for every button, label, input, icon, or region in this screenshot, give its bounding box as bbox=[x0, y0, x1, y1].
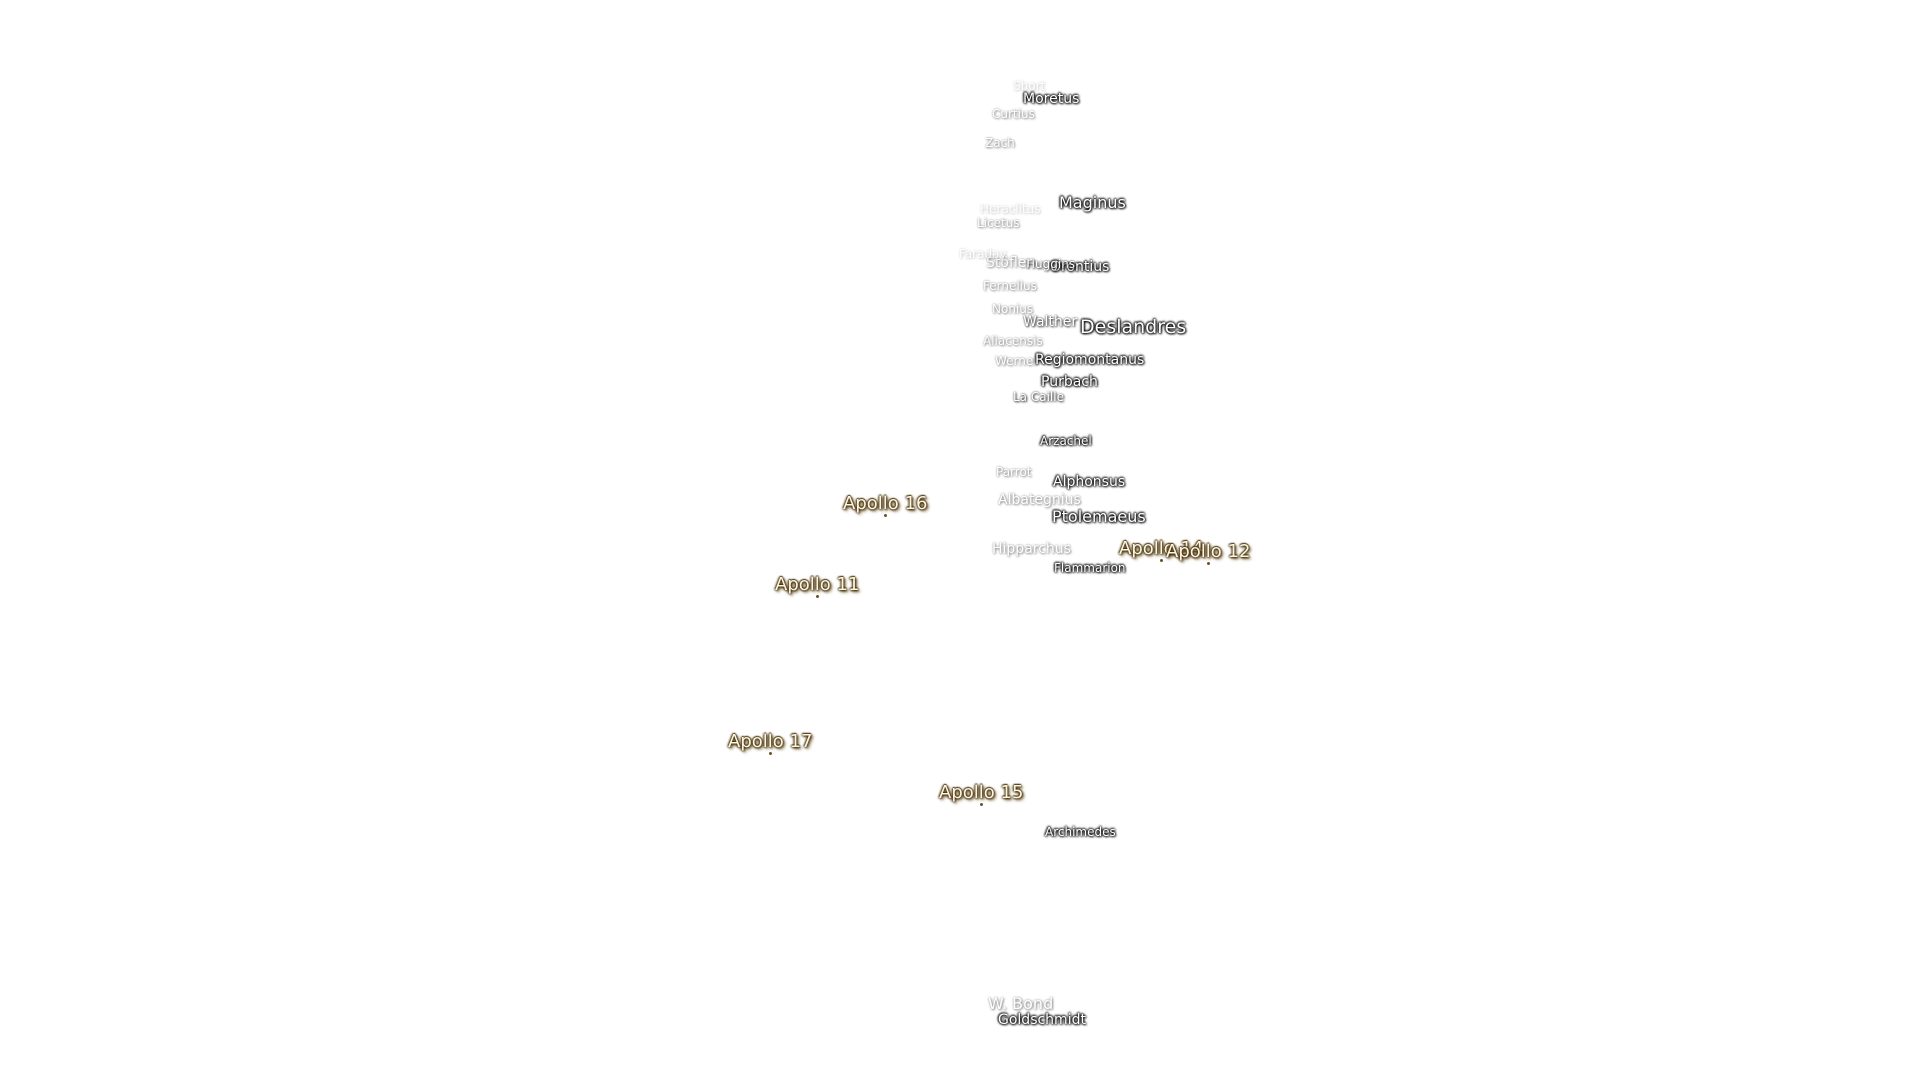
crater-label[interactable]: Heraclitus bbox=[980, 202, 1041, 216]
landing-site-marker-icon bbox=[1207, 562, 1211, 565]
crater-label[interactable]: Nonius bbox=[992, 302, 1034, 316]
crater-label[interactable]: Curtius bbox=[992, 107, 1035, 121]
crater-label[interactable]: Alphonsus bbox=[1053, 474, 1126, 490]
crater-label[interactable]: Maginus bbox=[1059, 193, 1126, 212]
apollo-landing-label: Apollo 14 bbox=[1119, 538, 1204, 559]
apollo-landing-site[interactable]: Apollo 14 bbox=[1119, 538, 1204, 562]
crater-label[interactable]: Regiomontanus bbox=[1035, 352, 1145, 368]
apollo-landing-label: Apollo 17 bbox=[728, 731, 813, 752]
landing-site-marker-icon bbox=[769, 752, 773, 755]
crater-label[interactable]: Hipparchus bbox=[992, 541, 1071, 557]
apollo-landing-site[interactable]: Apollo 15 bbox=[939, 782, 1024, 806]
crater-label[interactable]: Deslandres bbox=[1080, 316, 1187, 338]
apollo-landing-site[interactable]: Apollo 11 bbox=[775, 574, 860, 598]
landing-site-marker-icon bbox=[1160, 559, 1164, 562]
apollo-landing-site[interactable]: Apollo 12 bbox=[1166, 541, 1251, 565]
crater-label[interactable]: Archimedes bbox=[1045, 825, 1116, 839]
crater-label[interactable]: Purbach bbox=[1041, 374, 1098, 390]
crater-label[interactable]: Ptolemaeus bbox=[1052, 507, 1146, 526]
crater-label[interactable]: Parrot bbox=[996, 465, 1032, 479]
crater-label[interactable]: Flammarion bbox=[1054, 561, 1126, 575]
landing-site-marker-icon bbox=[884, 514, 888, 517]
crater-label[interactable]: Goldschmidt bbox=[998, 1012, 1086, 1028]
crater-label[interactable]: Short bbox=[1013, 79, 1046, 93]
apollo-landing-site[interactable]: Apollo 17 bbox=[728, 731, 813, 755]
crater-label[interactable]: Walther bbox=[1023, 314, 1078, 330]
crater-label[interactable]: Fernelius bbox=[983, 279, 1037, 293]
crater-label[interactable]: Werner bbox=[995, 354, 1039, 368]
crater-label[interactable]: Zach bbox=[985, 136, 1015, 150]
apollo-landing-label: Apollo 12 bbox=[1166, 541, 1251, 562]
crater-label[interactable]: Arzachel bbox=[1040, 434, 1092, 448]
crater-label[interactable]: Moretus bbox=[1023, 91, 1080, 107]
crater-label[interactable]: Orontius bbox=[1050, 259, 1110, 275]
landing-site-marker-icon bbox=[816, 595, 820, 598]
crater-label[interactable]: Albategnius bbox=[998, 492, 1081, 508]
crater-label[interactable]: Faraday bbox=[959, 247, 1007, 261]
crater-label[interactable]: W. Bond bbox=[988, 994, 1054, 1013]
crater-label[interactable]: La Caille bbox=[1013, 390, 1064, 404]
apollo-landing-label: Apollo 16 bbox=[843, 493, 928, 514]
crater-label[interactable]: Stöfler bbox=[986, 255, 1033, 271]
crater-label[interactable]: Licetus bbox=[977, 216, 1020, 230]
landing-site-marker-icon bbox=[980, 803, 984, 806]
apollo-landing-label: Apollo 15 bbox=[939, 782, 1024, 803]
apollo-landing-site[interactable]: Apollo 16 bbox=[843, 493, 928, 517]
crater-label[interactable]: Aliacensis bbox=[983, 334, 1043, 348]
crater-label[interactable]: Huggins bbox=[1026, 257, 1076, 271]
apollo-landing-label: Apollo 11 bbox=[775, 574, 860, 595]
